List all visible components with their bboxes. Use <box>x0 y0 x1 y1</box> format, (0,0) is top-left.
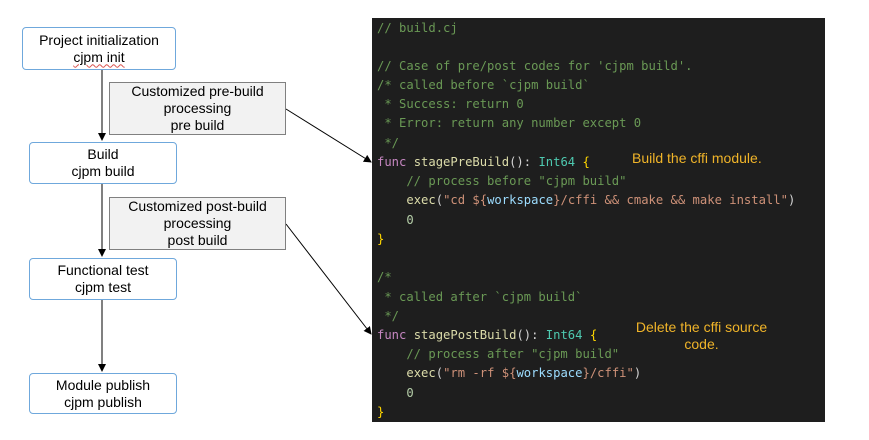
code-line-exec-post: exec("rm -rf ${workspace}/cffi") <box>406 366 642 380</box>
code-line-comment: * Success: return 0 <box>377 97 524 111</box>
stage-build: Build cjpm build <box>29 142 177 184</box>
code-string: "rm -rf ${ <box>443 366 517 380</box>
code-function-name: stagePreBuild <box>413 155 510 169</box>
code-line-brace: } <box>377 405 385 419</box>
code-line-func-post: func stagePostBuild(): Int64 { <box>377 326 597 345</box>
stage-functional-test: Functional test cjpm test <box>29 258 177 300</box>
code-line-comment: // process after "cjpm build" <box>377 347 620 361</box>
post-build-line3: post build <box>167 232 228 248</box>
code-string: }/cffi" <box>582 366 634 380</box>
pre-build-line1: Customized pre-build <box>131 83 264 99</box>
pre-build-line2: processing <box>163 100 232 116</box>
stage-module-publish: Module publish cjpm publish <box>29 373 177 414</box>
code-keyword: func <box>377 328 407 342</box>
annotation-pre-build: Build the cffi module. <box>632 150 762 166</box>
annotation-post-build: Delete the cffi source code. <box>630 319 773 353</box>
code-variable: workspace <box>487 193 554 207</box>
stage-command: cjpm test <box>74 279 131 295</box>
stage-command: cjpm init <box>73 48 125 65</box>
code-line-comment: /* called before `cjpm build` <box>377 78 590 92</box>
code-string: "cd ${ <box>443 193 488 207</box>
code-variable: workspace <box>516 366 583 380</box>
stage-command: cjpm build <box>71 163 135 179</box>
code-panel: // build.cj // Case of pre/post codes fo… <box>372 18 825 422</box>
code-function-name: stagePostBuild <box>413 328 517 342</box>
stage-name: Functional test <box>57 262 149 278</box>
stage-name: Module publish <box>55 376 151 393</box>
code-type: Int64 <box>545 328 583 342</box>
code-line-return: 0 <box>377 384 414 403</box>
code-punct: (): <box>516 328 539 342</box>
code-line-return: 0 <box>377 211 414 230</box>
code-function-name: exec <box>406 193 436 207</box>
arrow-prebuild-to-code <box>285 108 372 163</box>
code-keyword: func <box>377 155 407 169</box>
code-line-comment: */ <box>377 136 400 150</box>
code-brace: { <box>582 155 590 169</box>
code-function-name: exec <box>406 366 436 380</box>
code-punct: ) <box>787 193 796 207</box>
stage-name: Project initialization <box>39 31 159 48</box>
stage-command: cjpm publish <box>64 393 142 410</box>
code-line-comment: /* <box>377 270 392 284</box>
annotation-post-line1: Delete the cffi source <box>635 319 768 335</box>
stage-project-init: Project initialization cjpm init <box>22 27 176 70</box>
code-line-func-pre: func stagePreBuild(): Int64 { <box>377 153 590 172</box>
stage-name: Build <box>87 146 119 162</box>
code-line-filename: // build.cj <box>377 21 458 35</box>
post-build-processing-box: Customized post-build processing post bu… <box>109 197 286 250</box>
code-punct: ) <box>633 366 642 380</box>
post-build-line2: processing <box>163 215 232 231</box>
code-line-exec-pre: exec("cd ${workspace}/cffi && cmake && m… <box>406 193 796 207</box>
code-number: 0 <box>406 386 414 400</box>
pre-build-line3: pre build <box>170 117 225 133</box>
code-line-brace: } <box>377 232 385 246</box>
code-type: Int64 <box>538 155 576 169</box>
pre-build-processing-box: Customized pre-build processing pre buil… <box>109 82 286 135</box>
code-line-comment: // Case of pre/post codes for 'cjpm buil… <box>377 59 693 73</box>
code-line-comment: * Error: return any number except 0 <box>377 116 642 130</box>
annotation-post-line2: code. <box>684 336 719 352</box>
code-line-comment: * called after `cjpm build` <box>377 290 583 304</box>
code-brace: { <box>589 328 598 342</box>
code-punct: (): <box>509 155 532 169</box>
post-build-line1: Customized post-build <box>128 198 267 214</box>
code-number: 0 <box>406 213 414 227</box>
arrow-postbuild-to-code <box>285 223 372 335</box>
code-string: }/cffi && cmake && make install" <box>553 193 788 207</box>
code-line-comment: // process before "cjpm build" <box>377 174 627 188</box>
code-line-comment: */ <box>377 309 400 323</box>
